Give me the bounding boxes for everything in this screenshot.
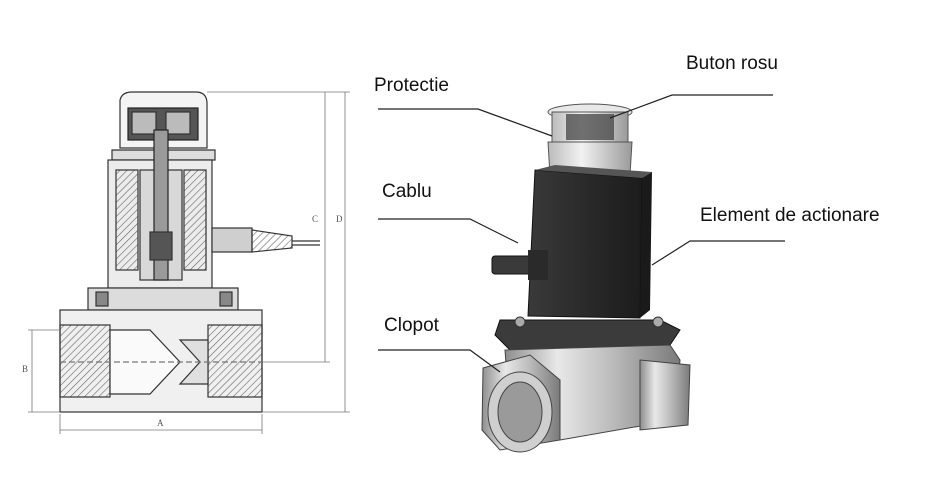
dimension-a-label: A — [157, 418, 164, 428]
dimension-c-label: C — [312, 214, 318, 224]
valve-body — [481, 344, 691, 453]
technical-drawing — [28, 91, 350, 434]
cable-stub — [491, 250, 548, 280]
callout-clopot: Clopot — [384, 315, 439, 336]
callout-protectie: Protectie — [374, 75, 449, 96]
leader-lines — [378, 94, 785, 373]
dimension-b-label: B — [22, 364, 28, 374]
red-button — [547, 103, 633, 143]
callout-cablu: Cablu — [382, 181, 432, 202]
callout-buton-rosu: Buton rosu — [686, 53, 778, 74]
valve-illustration — [481, 103, 691, 453]
dimension-d-label: D — [336, 214, 343, 224]
actuator-element — [527, 165, 652, 319]
callout-element-actionare: Element de actionare — [700, 205, 880, 226]
